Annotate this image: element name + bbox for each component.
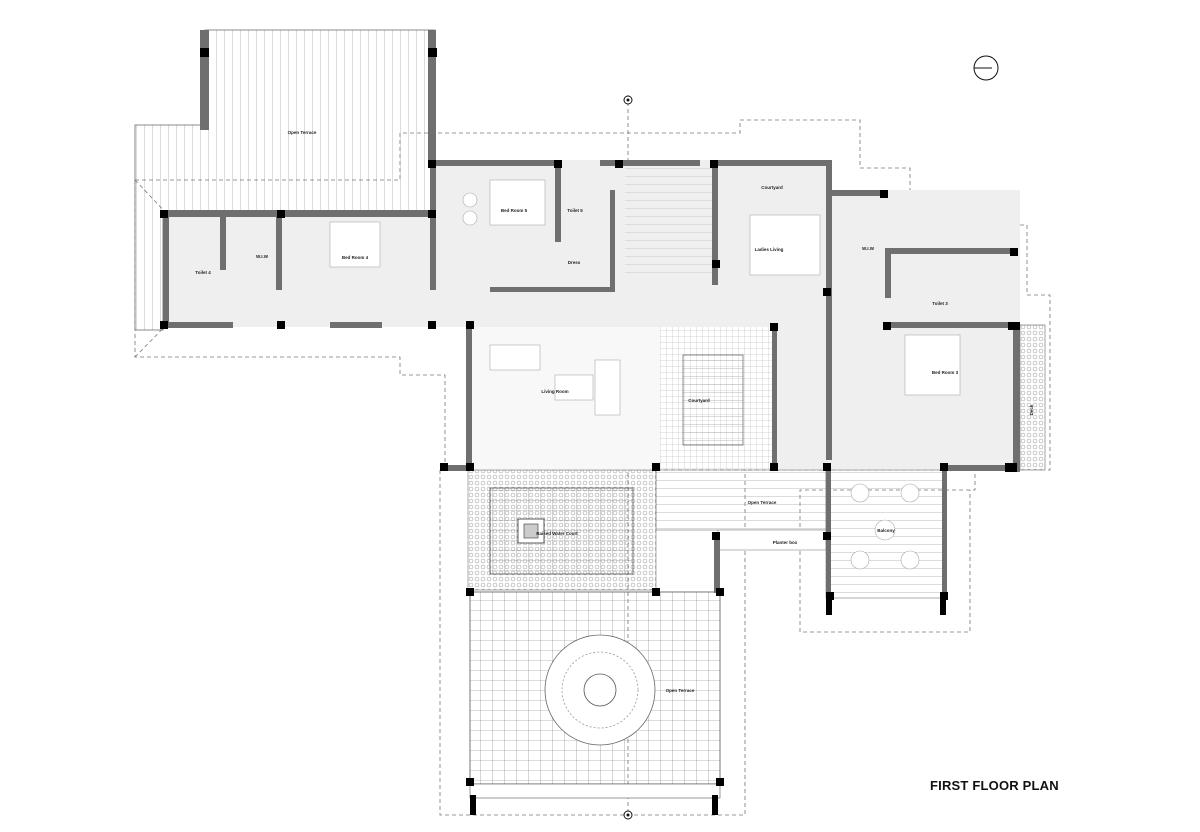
label-toilet-3: Toilet 3 [932, 301, 948, 306]
label-wiw-4: W.I.W [256, 254, 269, 259]
label-open-terrace-bottom: Open Terrace [666, 688, 695, 693]
label-courtyard: Courtyard [688, 398, 710, 403]
label-bed-room-4: Bed Room 4 [342, 255, 369, 260]
label-wiw-3: W.I.W [862, 246, 875, 251]
label-bed-room-3: Bed Room 3 [932, 370, 959, 375]
label-planter-box: Planter box [773, 540, 798, 545]
label-toilet-5: Toilet 5 [567, 208, 583, 213]
label-balcony: Balcony [877, 528, 895, 533]
north-arrow-icon [973, 55, 999, 81]
columns [160, 48, 1020, 815]
section-marker-top-icon [623, 95, 633, 105]
label-dress: Dress [568, 260, 581, 265]
label-living-room: Living Room [541, 389, 568, 394]
stair [625, 165, 715, 275]
open-terrace-mid [655, 469, 827, 531]
label-deck: Deck [1029, 404, 1034, 415]
deck-strip [1019, 324, 1046, 471]
label-toilet-4: Toilet 4 [195, 270, 211, 275]
label-open-terrace-top: Open Terrace [288, 130, 317, 135]
walls [163, 160, 1020, 600]
floor-fills [163, 160, 1020, 470]
section-marker-bottom-icon [623, 810, 633, 820]
label-courtyard-top: Courtyard [761, 185, 783, 190]
label-open-terrace-mid: Open Terrace [748, 500, 777, 505]
courtyard-dense [682, 354, 744, 446]
label-bed-room-5: Bed Room 5 [501, 208, 528, 213]
raised-water-court [467, 469, 657, 591]
plan-title: FIRST FLOOR PLAN [930, 778, 1059, 793]
label-ladies-living: Ladies Living [755, 247, 784, 252]
furniture [329, 179, 961, 570]
label-raised-water-court: Raised Water Court [536, 531, 578, 536]
open-terrace-bottom [469, 591, 721, 799]
